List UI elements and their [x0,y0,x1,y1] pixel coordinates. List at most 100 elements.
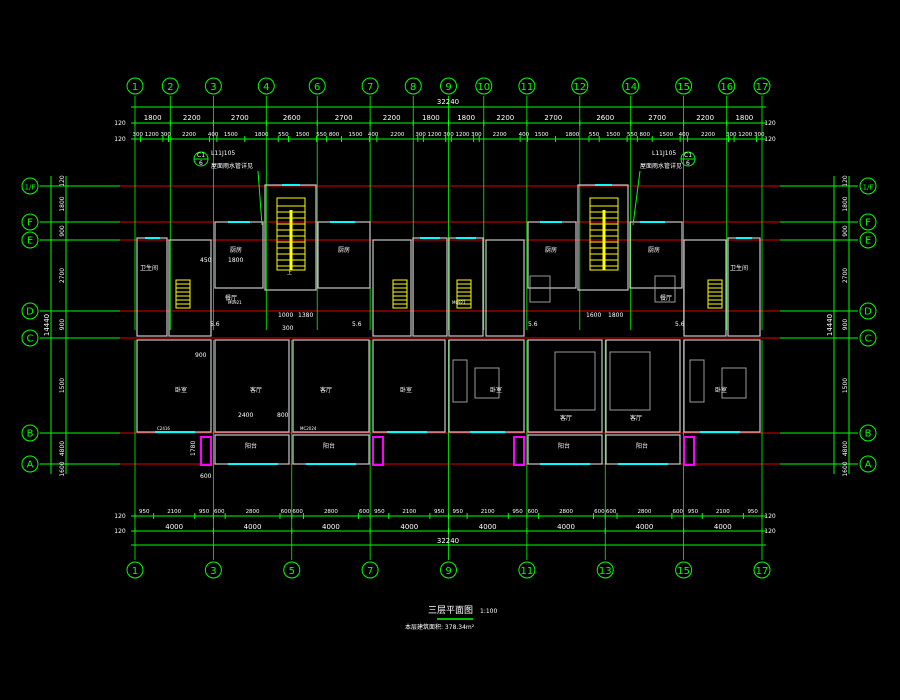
detail-note: 屋面雨水管详见 [211,162,253,170]
edge-dimension: 120 [114,136,126,143]
top-dimension: 400 [368,132,379,138]
axis-label: 4 [263,82,269,93]
axis-label: A [27,460,34,471]
top-dimension: 1800 [144,114,162,122]
room-label: 客厅 [560,414,572,422]
slope-label: 5.6 [352,321,362,328]
axis-bubble [859,455,877,473]
side-dimension: 1600 [59,461,66,476]
edge-dimension: 120 [764,513,776,520]
top-dimension: 550 [316,132,327,138]
door-tag: M0921 [228,300,242,305]
top-dimension: 300 [443,132,454,138]
bottom-dimension: 950 [374,509,385,515]
top-dimension: 1200 [428,132,442,138]
top-dimension: 1500 [659,132,673,138]
bottom-dimension: 2800 [559,509,573,515]
axis-bubble [361,561,379,579]
top-dimension: 2200 [701,132,715,138]
bottom-dimension: 2100 [481,509,495,515]
axis-label: 17 [756,566,769,577]
room-label: 厨房 [545,246,557,254]
axis-bubble [675,561,693,579]
top-dimension: 300 [726,132,737,138]
top-dimension: 2700 [648,114,666,122]
axis-bubble [440,561,457,579]
edge-dimension: 120 [114,120,126,127]
top-total-dimension: 32240 [437,98,459,106]
air-con-units [200,436,695,466]
side-dimension: 1800 [59,196,66,211]
bottom-dimension: 2100 [167,509,181,515]
stair-small [175,279,191,309]
room-wall [412,237,448,337]
side-dimension: 120 [841,0,853,2]
top-dimension: 550 [589,132,600,138]
axis-label: 6 [314,82,320,93]
detail-note: 屋面雨水管详见 [640,162,682,170]
window-tag: MC2024 [300,426,317,431]
top-dimension: 2600 [596,114,614,122]
room-wall [448,339,525,433]
top-dimension: 2200 [696,114,714,122]
inner-dim: 1780 [190,441,197,456]
axis-label: D [864,307,872,318]
axis-label: D [26,307,34,318]
axis-bubble [21,177,39,195]
axis-bubble [308,77,326,95]
top-dimension: 1500 [224,132,238,138]
axis-bubble [475,77,493,95]
slope-label: 5.6 [210,321,220,328]
top-dimension: 2200 [493,132,507,138]
top-dimension: 1800 [457,114,475,122]
detail-callout: C1 6 L11J105 屋面雨水管详见 C1 6 L11J105 屋面雨水管详… [193,150,696,226]
top-dimension: 1500 [348,132,362,138]
top-dimension: 1500 [295,132,309,138]
room-wall [605,339,681,433]
room-wall [527,221,577,289]
bottom-dimension: 2100 [402,509,416,515]
side-dimension: 120 [59,175,66,187]
axis-bubble [859,177,877,195]
top-dimension: 2600 [283,114,301,122]
bottom-dimension: 2100 [716,509,730,515]
stair-small [707,279,723,309]
axis-bubble [126,77,144,95]
axis-label: 5 [289,566,295,577]
top-dimension: 2700 [544,114,562,122]
room-wall [372,239,412,337]
bottom-dimension: 950 [199,509,210,515]
top-dimension: 300 [415,132,426,138]
axis-label: 2 [167,82,173,93]
axis-label: 9 [445,566,451,577]
top-dimension: 800 [640,132,651,138]
room-labels: 卧室 客厅 客厅 卧室 卧室 客厅 客厅 卧室 阳台 阳台 阳台 阳台 厨房 厨… [140,246,748,480]
axis-bubble [518,561,536,579]
axis-bubble [21,213,39,231]
bottom-dimension: 600 [606,509,617,515]
top-dimension: 300 [160,132,171,138]
room-label: 卫生间 [730,264,748,272]
axis-label: F [27,218,33,229]
top-dimension: 300 [133,132,144,138]
axis-label: 15 [677,566,690,577]
axis-label: B [865,429,872,440]
axis-bubble [361,77,379,95]
axis-label: 8 [410,82,416,93]
axis-bubble [753,77,771,95]
bottom-dimension: 4000 [714,523,732,531]
top-dimension: 1500 [535,132,549,138]
inner-dim: 900 [195,352,207,359]
room-label: 厨房 [648,246,660,254]
axis-bubble [283,561,301,579]
axis-bubble [161,77,179,95]
axis-label: 1/F [25,184,36,192]
stair-small [392,279,408,309]
room-label: 卧室 [175,386,187,394]
edge-dimension: 120 [764,528,776,535]
top-dimension: 1200 [738,132,752,138]
axis-label: 7 [367,82,373,93]
room-label: 卧室 [715,386,727,394]
top-dimension: 400 [208,132,219,138]
slope-label: 5.6 [528,321,538,328]
